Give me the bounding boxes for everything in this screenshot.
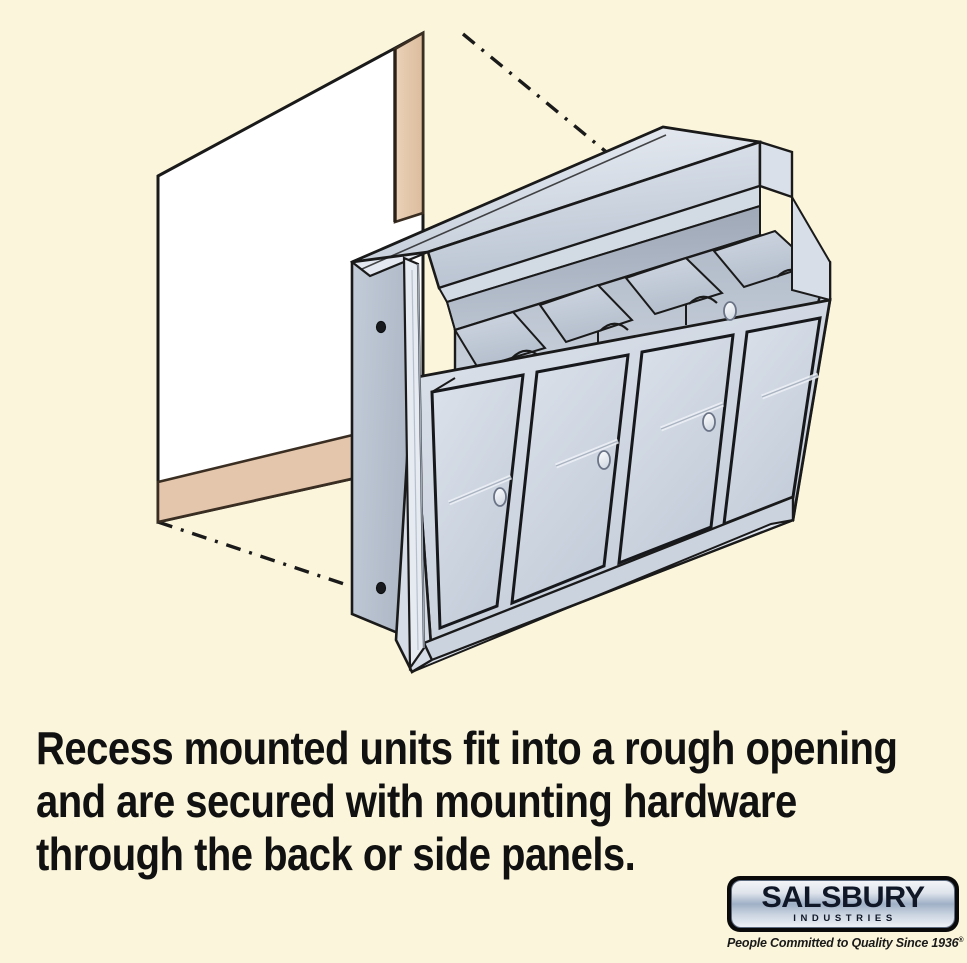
- door-nameplate-slots: [448, 372, 819, 506]
- caption-line-2: and are secured with mounting hardware: [36, 775, 797, 827]
- door-locks: [493, 301, 737, 507]
- mailbox-door-1: [430, 373, 525, 631]
- mounting-hole-bottom: [375, 581, 387, 595]
- logo-tagline-text: People Committed to Quality Since 1936: [727, 936, 959, 950]
- mailbox-door-2: [510, 353, 630, 606]
- logo-plate: SALSBURY INDUSTRIES: [727, 876, 959, 932]
- door-lock-1: [493, 487, 507, 507]
- mailbox-left-trim-strip: [402, 256, 426, 672]
- rough-opening-guide-bottom: [157, 520, 384, 599]
- door-lock-2: [597, 450, 611, 470]
- logo-brand-name: SALSBURY: [761, 881, 925, 914]
- mailbox-flange-right-end: [758, 140, 794, 199]
- mounting-hole-top: [375, 320, 387, 334]
- mailbox-edge-highlights: [427, 251, 456, 393]
- caption-line-3: through the back or side panels.: [36, 828, 636, 880]
- mailbox-door-3: [617, 333, 735, 566]
- caption-line-1: Recess mounted units fit into a rough op…: [36, 722, 898, 774]
- door-lock-4: [723, 301, 737, 321]
- caption-text: Recess mounted units fit into a rough op…: [36, 722, 936, 881]
- logo-subtitle: INDUSTRIES: [793, 913, 897, 924]
- mailbox-compartments: [453, 229, 832, 380]
- logo-tagline: People Committed to Quality Since 1936®: [727, 936, 964, 950]
- door-lock-3: [702, 412, 716, 432]
- salsbury-industries-logo: SALSBURY INDUSTRIES People Committed to …: [727, 876, 964, 958]
- logo-plate-inner: SALSBURY INDUSTRIES: [731, 880, 955, 928]
- registered-trademark-icon: ®: [958, 936, 964, 944]
- mailbox-installation-illustration: [156, 30, 832, 674]
- wood-stud-vertical: [393, 30, 425, 224]
